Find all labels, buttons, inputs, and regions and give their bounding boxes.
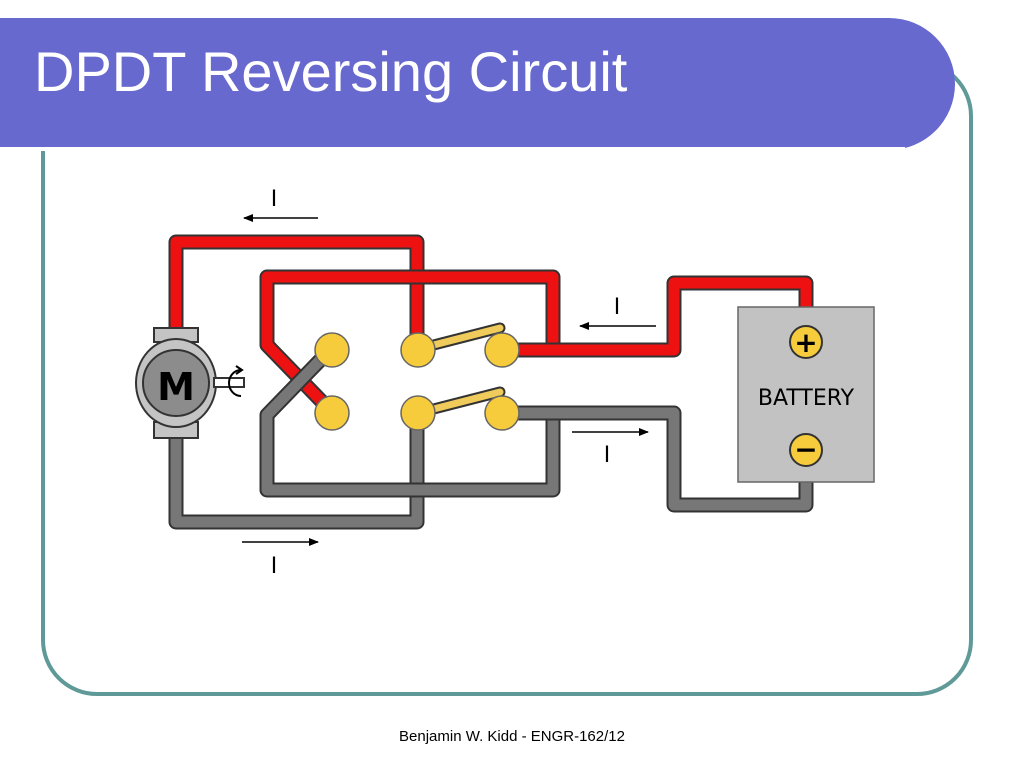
battery-label: BATTERY: [758, 386, 855, 411]
terminal-bottom-right: [484, 395, 520, 431]
red-wire-motor-top: [168, 234, 425, 350]
current-label-right-bottom: I: [604, 443, 611, 468]
slide-title: DPDT Reversing Circuit: [34, 40, 628, 103]
rotation-arrow-icon: [228, 369, 242, 397]
terminal-bottom-middle: [400, 395, 436, 431]
current-label-top: I: [271, 187, 278, 212]
current-indicators: I I I I: [242, 187, 656, 579]
battery-positive-terminal: [789, 325, 823, 359]
current-label-bottom: I: [271, 554, 278, 579]
terminal-top-left: [314, 332, 350, 368]
terminal-top-right: [484, 332, 520, 368]
battery: + BATTERY −: [737, 306, 875, 483]
negative-wires: [168, 344, 814, 530]
motor-face: [142, 349, 210, 417]
terminal-top-middle: [400, 332, 436, 368]
switch-terminals: [314, 332, 520, 431]
slide-footer: Benjamin W. Kidd - ENGR-162/12: [399, 728, 625, 745]
title-underline: [0, 147, 905, 151]
gray-wire-motor-bottom: [168, 413, 425, 530]
title-bar: [0, 18, 955, 151]
current-label-right-top: I: [614, 295, 621, 320]
motor: M: [135, 327, 245, 439]
battery-negative-symbol: −: [794, 433, 817, 466]
terminal-bottom-left: [314, 395, 350, 431]
positive-wires: [168, 234, 814, 416]
battery-positive-symbol: +: [794, 326, 817, 359]
motor-label: M: [157, 365, 195, 409]
battery-negative-terminal: [789, 433, 823, 467]
